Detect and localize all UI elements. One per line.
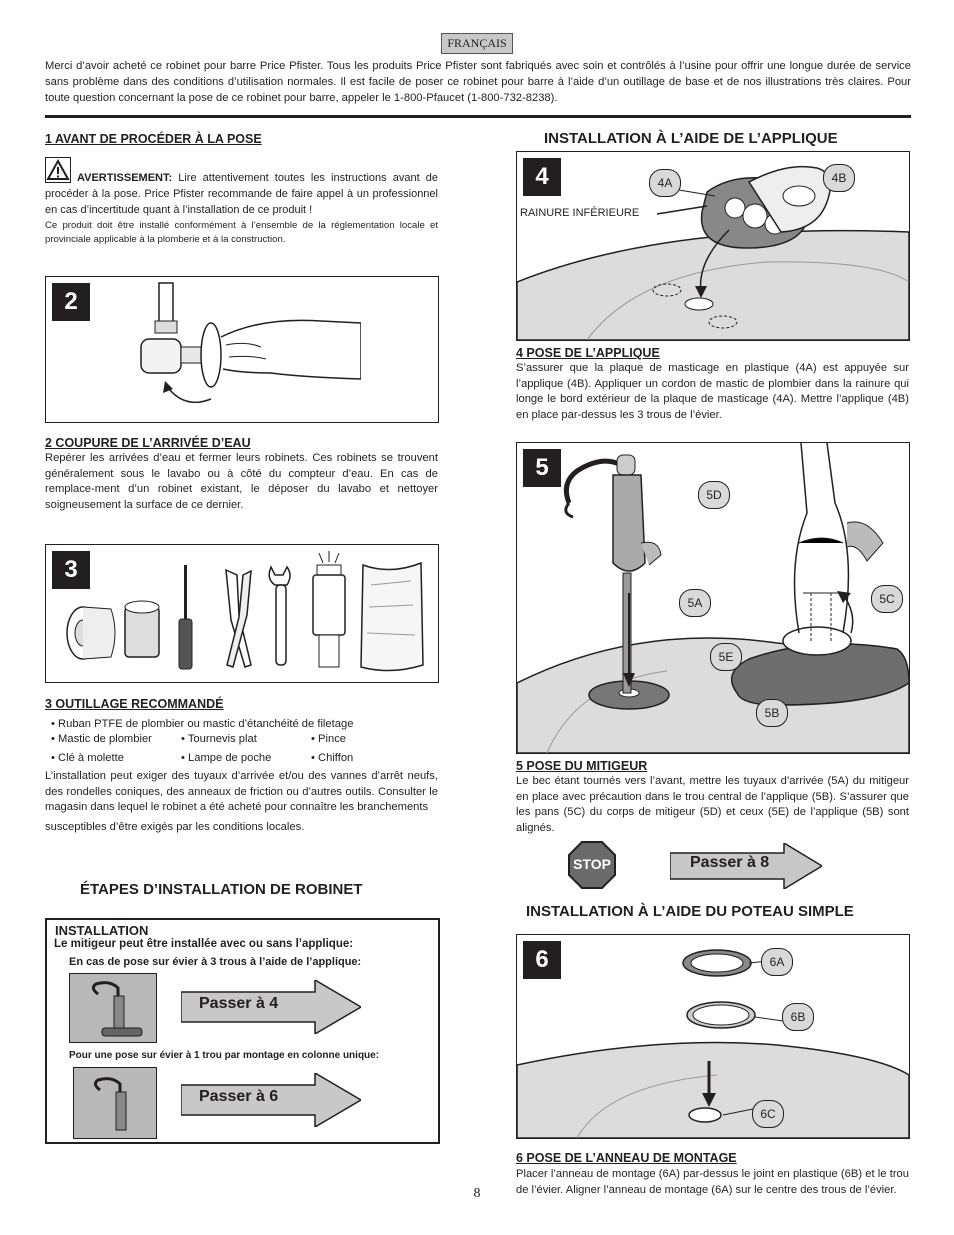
goto-step4-label: Passer à 4 xyxy=(199,995,279,1012)
step2-number: 2 xyxy=(52,283,90,321)
header-divider xyxy=(45,115,911,118)
step3-text: L’installation peut exiger des tuyaux d’… xyxy=(45,770,438,813)
step5-title: 5 POSE DU MITIGEUR xyxy=(516,759,648,773)
thumbnail-1-hole xyxy=(73,1067,157,1139)
step4-title: 4 POSE DE L’APPLIQUE xyxy=(516,346,660,360)
callout-6c: 6C xyxy=(752,1100,784,1128)
page-number: 8 xyxy=(473,1186,481,1201)
tool-bullet-screwdriver: • Tournevis plat xyxy=(181,733,257,745)
goto-step6-label: Passer à 6 xyxy=(199,1088,279,1105)
figure-6: 6 6A 6B 6C xyxy=(516,934,910,1139)
groove-label: RAINURE INFÉRIEURE xyxy=(520,207,640,219)
tools-illustration xyxy=(66,551,424,672)
tool-bullet-wrench: • Clé à molette xyxy=(51,752,124,764)
installation-box: INSTALLATION Le mitigeur peut être insta… xyxy=(45,918,440,1144)
applique-illustration xyxy=(517,165,909,340)
step4-text: S’assurer que la plaque de masticage en … xyxy=(516,362,909,421)
warning-paragraph: AVERTISSEMENT: Lire attentivement toutes… xyxy=(45,170,438,218)
tool-bullet-1: • Ruban PTFE de plombier ou mastic d’éta… xyxy=(51,718,354,730)
option-3-hole: En cas de pose sur évier à 3 trous à l’a… xyxy=(69,956,362,968)
step2-title: 2 COUPURE DE L’ARRIVÉE D’EAU xyxy=(45,436,251,450)
callout-5a: 5A xyxy=(679,589,711,617)
section-applique-heading: INSTALLATION À L’AIDE DE L’APPLIQUE xyxy=(544,130,838,147)
figure-4: 4 4A 4B RAINURE INFÉRIEURE xyxy=(516,151,910,341)
callout-5b: 5B xyxy=(756,699,788,727)
language-label: FRANÇAIS xyxy=(441,33,513,54)
step5-number: 5 xyxy=(523,449,561,487)
mixer-illustration xyxy=(517,443,909,753)
step6-title: 6 POSE DE L’ANNEAU DE MONTAGE xyxy=(516,1151,737,1165)
tool-bullet-rag: • Chiffon xyxy=(311,752,354,764)
goto-step8-arrow[interactable]: Passer à 8 xyxy=(670,843,822,889)
step1-title: 1 AVANT DE PROCÉDER À LA POSE xyxy=(45,132,262,146)
goto-step4-arrow[interactable]: Passer à 4 xyxy=(181,980,361,1034)
goto-step8-label: Passer à 8 xyxy=(690,854,770,871)
shutoff-valve-illustration xyxy=(140,282,361,404)
callout-5e: 5E xyxy=(710,643,742,671)
section-poteau-heading: INSTALLATION À L’AIDE DU POTEAU SIMPLE xyxy=(526,903,854,920)
callout-6b: 6B xyxy=(782,1003,814,1031)
thumbnail-3-hole xyxy=(69,973,157,1043)
stop-label: STOP xyxy=(573,856,611,872)
mounting-ring-illustration xyxy=(517,949,909,1138)
step6-text: Placer l’anneau de montage (6A) par-dess… xyxy=(516,1168,909,1196)
step5-text: Le bec étant tournés vers l’avant, mettr… xyxy=(516,775,909,834)
regulation-note: Ce produit doit être installé conforméme… xyxy=(45,220,438,245)
tool-bullet-pliers: • Pince xyxy=(311,733,347,745)
callout-4b: 4B xyxy=(823,164,855,192)
stop-sign-icon: STOP xyxy=(568,841,616,889)
installation-subtitle: Le mitigeur peut être installée avec ou … xyxy=(54,938,354,950)
option-1-hole: Pour une pose sur évier à 1 trou par mon… xyxy=(69,1050,380,1061)
goto-step6-arrow[interactable]: Passer à 6 xyxy=(181,1073,361,1127)
figure-2: 2 xyxy=(45,276,439,423)
callout-4a: 4A xyxy=(649,169,681,197)
installation-title: INSTALLATION xyxy=(55,923,149,938)
warning-text: Lire attentivement toutes les instructio… xyxy=(45,172,438,216)
steps-heading: ÉTAPES D’INSTALLATION DE ROBINET xyxy=(80,881,363,898)
tool-bullet-mastic: • Mastic de plombier xyxy=(51,733,152,745)
step2-text: Repérer les arrivées d’eau et fermer leu… xyxy=(45,452,438,511)
callout-6a: 6A xyxy=(761,948,793,976)
tool-bullet-flashlight: • Lampe de poche xyxy=(181,752,272,764)
figure-5: 5 5D 5A 5C 5E 5B xyxy=(516,442,910,754)
callout-5d: 5D xyxy=(698,481,730,509)
step3-number: 3 xyxy=(52,551,90,589)
figure-3: 3 xyxy=(45,544,439,683)
warning-icon xyxy=(45,157,71,183)
callout-5c: 5C xyxy=(871,585,903,613)
step4-number: 4 xyxy=(523,158,561,196)
step3-title: 3 OUTILLAGE RECOMMANDÉ xyxy=(45,697,224,711)
warning-label: AVERTISSEMENT: xyxy=(77,172,173,184)
intro-paragraph: Merci d’avoir acheté ce robinet pour bar… xyxy=(45,60,911,104)
step6-number: 6 xyxy=(523,941,561,979)
step3-text-end: susceptibles d’être exigés par les condi… xyxy=(45,821,305,833)
